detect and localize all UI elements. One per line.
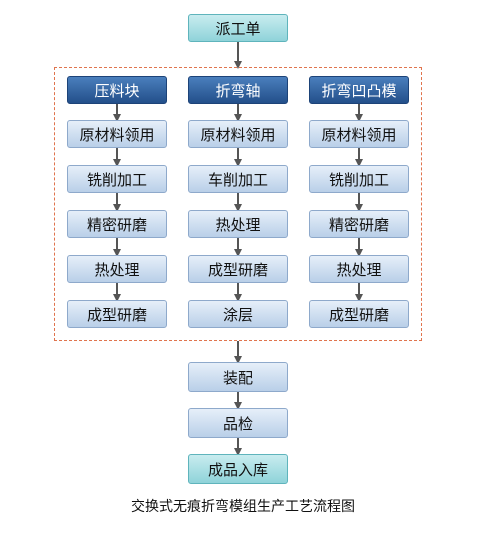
process-step: 精密研磨 bbox=[67, 210, 167, 238]
process-group-border bbox=[54, 67, 422, 341]
process-step: 热处理 bbox=[67, 255, 167, 283]
process-step: 成型研磨 bbox=[309, 300, 409, 328]
process-step: 成型研磨 bbox=[67, 300, 167, 328]
process-step: 铣削加工 bbox=[67, 165, 167, 193]
end-node: 成品入库 bbox=[188, 454, 288, 484]
column-header-bending-die: 折弯凹凸模 bbox=[309, 76, 409, 104]
column-header-pressing-block: 压料块 bbox=[67, 76, 167, 104]
process-step: 成型研磨 bbox=[188, 255, 288, 283]
process-step: 精密研磨 bbox=[309, 210, 409, 238]
assembly-step: 装配 bbox=[188, 362, 288, 392]
process-step: 原材料领用 bbox=[309, 120, 409, 148]
inspection-step: 品检 bbox=[188, 408, 288, 438]
process-step: 热处理 bbox=[309, 255, 409, 283]
process-step: 原材料领用 bbox=[67, 120, 167, 148]
process-step: 热处理 bbox=[188, 210, 288, 238]
process-step: 涂层 bbox=[188, 300, 288, 328]
start-node: 派工单 bbox=[188, 14, 288, 42]
process-step: 车削加工 bbox=[188, 165, 288, 193]
column-header-bending-shaft: 折弯轴 bbox=[188, 76, 288, 104]
process-step: 铣削加工 bbox=[309, 165, 409, 193]
figure-caption: 交换式无痕折弯模组生产工艺流程图 bbox=[131, 499, 355, 515]
process-step: 原材料领用 bbox=[188, 120, 288, 148]
